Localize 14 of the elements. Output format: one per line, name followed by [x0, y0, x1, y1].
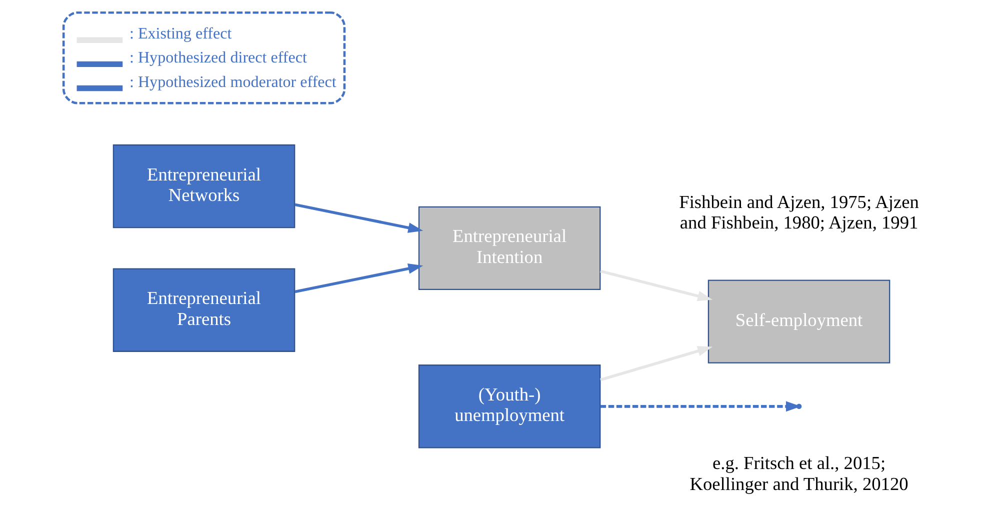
arrow — [294, 203, 424, 233]
legend-label: : Hypothesized moderator effect — [130, 74, 336, 91]
node-box: Self-employment — [708, 280, 890, 364]
arrow — [600, 270, 713, 302]
label: e.g. Fritsch et al., 2015; Koellinger and Thurik, 20120 — [690, 453, 908, 494]
arrow — [600, 346, 713, 382]
label: Fishbein and Ajzen, 1975; Ajzen and Fishbein, 1980; Ajzen, 1991 — [679, 192, 919, 232]
arrow — [294, 263, 424, 294]
legend-label: : Hypothesized direct effect — [130, 50, 307, 67]
node-box: Entrepreneurial Intention — [418, 206, 601, 290]
node-box: (Youth-) unemployment — [418, 364, 601, 448]
node-box: Entrepreneurial Parents — [112, 268, 296, 352]
node-box: Entrepreneurial Networks — [112, 144, 296, 228]
legend-label: : Existing effect — [130, 26, 232, 43]
